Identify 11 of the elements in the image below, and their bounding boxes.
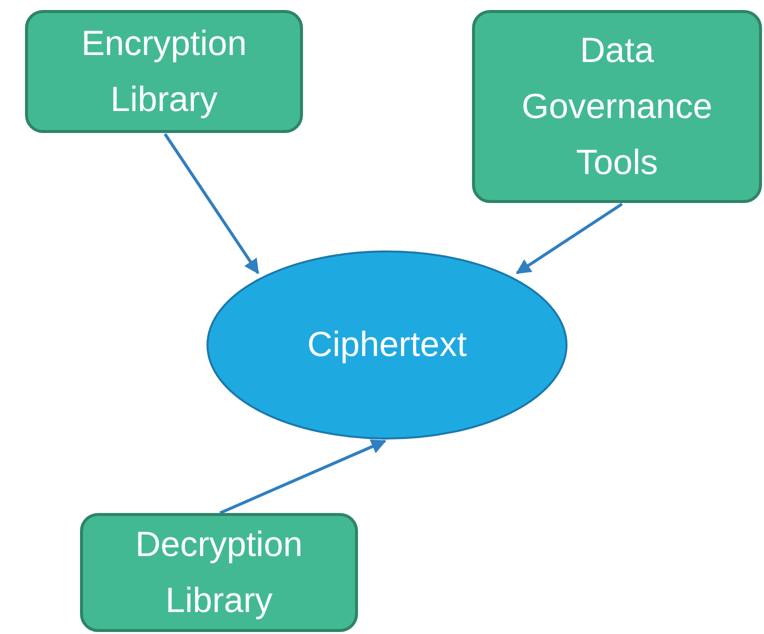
node-label: Encryption Library [80,22,248,120]
node-label: Decryption Library [134,524,304,622]
arrow [164,133,260,274]
node-label: Data Governance Tools [520,30,714,184]
process-box [25,10,303,133]
process-box [472,10,762,203]
arrow [219,440,386,514]
process-box [80,513,358,632]
node-label: Ciphertext [307,324,467,366]
ellipse-node [206,250,568,440]
arrow [516,202,623,274]
